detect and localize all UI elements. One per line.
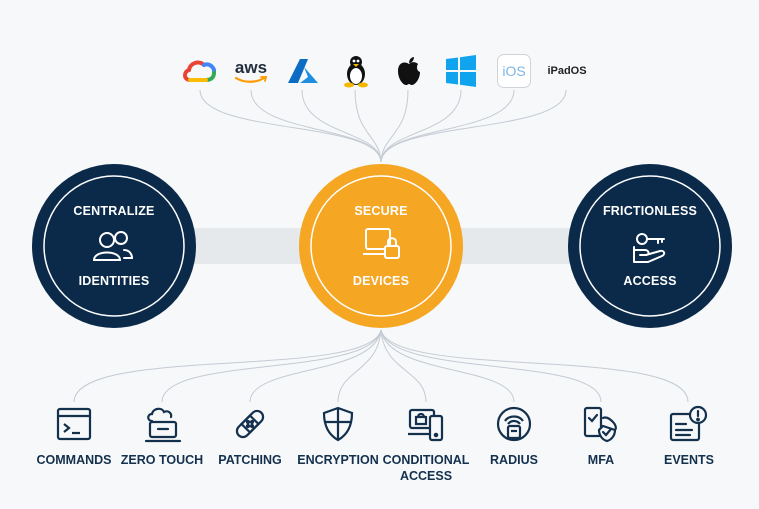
linux-icon [338,52,374,90]
azure-icon [284,52,322,90]
feature-label-commands: COMMANDS [36,453,112,467]
devices-label: DEVICES [352,274,410,288]
shield-icon [322,406,354,442]
google-cloud-icon [180,52,220,90]
centralize-label: CENTRALIZE [73,204,155,218]
identities-label: IDENTITIES [78,274,150,288]
bottom-connector-lines [73,329,689,403]
access-label: ACCESS [623,274,677,288]
key-hand-icon [633,233,666,263]
feature-label-events: EVENTS [663,453,714,467]
secure-label: SECURE [354,204,408,218]
terminal-icon [56,407,92,441]
cloud-laptop-icon [144,407,182,443]
feature-label-encryption: ENCRYPTION [297,453,379,467]
devices-icon [408,408,444,442]
windows-icon [443,52,479,90]
feature-label-patching: PATCHING [218,453,282,467]
alert-doc-icon [669,405,708,442]
aws-logo-text: aws [234,57,268,77]
feature-label-zero-touch: ZERO TOUCH [120,453,204,467]
ipados-icon: iPadOS [544,52,590,90]
ios-logo-text: iOS [502,63,526,79]
secure-device-icon [363,228,400,259]
feature-label-mfa: MFA [587,453,615,467]
users-icon [92,231,134,261]
bandage-icon [235,409,265,439]
wifi-badge-icon [496,406,532,442]
frictionless-access-circle [568,164,732,328]
feature-label-radius: RADIUS [490,453,538,467]
centralize-identities-circle [32,164,196,328]
frictionless-label: FRICTIONLESS [602,204,698,218]
secure-devices-circle [299,164,463,328]
aws-smile-icon [234,75,268,83]
top-connector-lines [199,89,567,163]
aws-icon: aws [230,52,272,90]
ipados-logo-text: iPadOS [547,65,587,77]
ios-icon: iOS [496,52,532,90]
mfa-icon [583,406,617,443]
apple-icon [392,52,426,90]
feature-label-conditional-access: CONDITIONAL ACCESS [382,453,470,483]
